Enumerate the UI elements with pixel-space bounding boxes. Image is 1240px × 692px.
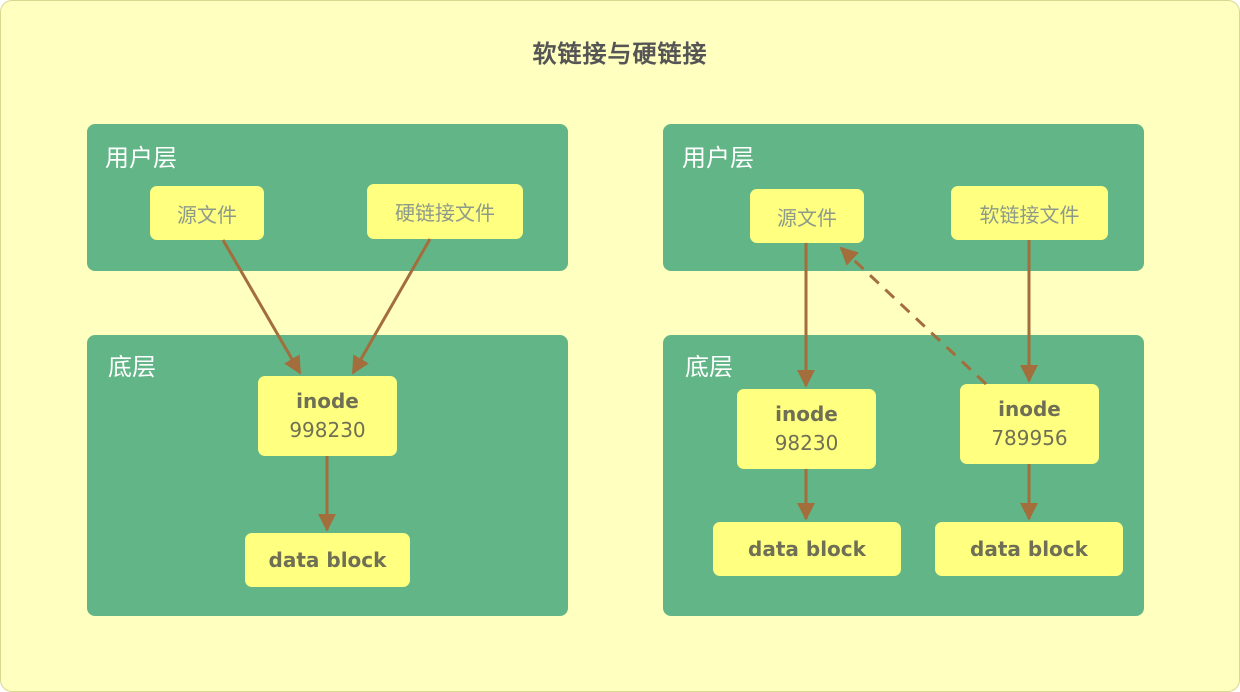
hard-link-source-file: 源文件 bbox=[150, 186, 264, 240]
arrow-hard-source-to-inode bbox=[221, 239, 302, 375]
hard-link-inode-label: inode bbox=[296, 389, 359, 413]
soft-link-inode-left: inode 98230 bbox=[737, 389, 876, 469]
soft-link-inode-left-label: inode bbox=[775, 402, 838, 426]
hard-link-inode-number: 998230 bbox=[289, 418, 366, 442]
soft-link-user-layer-label: 用户层 bbox=[682, 144, 754, 172]
diagram-title: 软链接与硬链接 bbox=[532, 40, 708, 68]
soft-link-inode-right: inode 789956 bbox=[960, 384, 1099, 464]
soft-link-data-block-left: data block bbox=[713, 522, 901, 576]
soft-link-source-file: 源文件 bbox=[750, 189, 864, 243]
soft-link-inode-right-number: 789956 bbox=[991, 426, 1068, 450]
soft-link-inode-right-label: inode bbox=[998, 397, 1061, 421]
soft-link-bottom-layer-label: 底层 bbox=[685, 353, 733, 381]
arrow-soft-inode-to-source-dashed bbox=[839, 246, 988, 386]
soft-link-data-block-right: data block bbox=[935, 522, 1123, 576]
hard-link-bottom-layer-label: 底层 bbox=[108, 353, 156, 381]
soft-link-file: 软链接文件 bbox=[951, 186, 1108, 240]
hard-link-user-layer-label: 用户层 bbox=[105, 144, 177, 172]
hard-link-file: 硬链接文件 bbox=[367, 184, 523, 239]
hard-link-inode: inode 998230 bbox=[258, 376, 397, 456]
soft-link-inode-left-number: 98230 bbox=[774, 431, 839, 455]
arrow-hard-link-to-inode bbox=[351, 238, 432, 375]
hard-link-data-block: data block bbox=[245, 533, 410, 587]
